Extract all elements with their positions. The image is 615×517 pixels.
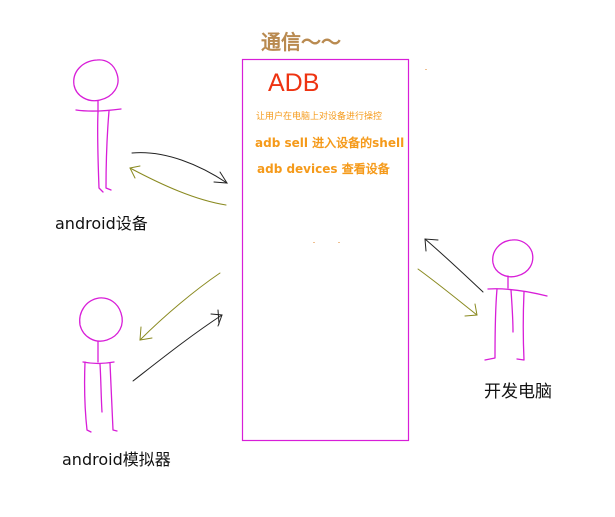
- adb-box: [241, 58, 410, 442]
- adb-title: ADB: [268, 69, 320, 97]
- pc-to-adb-arrow: [424, 238, 484, 293]
- device-to-adb-arrow: [131, 152, 228, 184]
- adb-to-emulator-arrow: [139, 272, 221, 341]
- emulator-label: android模拟器: [62, 450, 171, 469]
- device-label: android设备: [55, 214, 148, 233]
- adb-command-shell: adb sell 进入设备的shell: [255, 136, 405, 150]
- adb-command-devices: adb devices 查看设备: [257, 162, 390, 176]
- adb-to-pc-arrow: [417, 268, 478, 317]
- adb-to-device-arrow: [129, 165, 227, 206]
- stray-marks: [313, 69, 427, 243]
- pc-figure: [484, 239, 548, 361]
- device-figure: [73, 59, 122, 193]
- adb-description: 让用户在电脑上对设备进行操控: [256, 112, 383, 122]
- pc-label: 开发电脑: [484, 382, 552, 402]
- emulator-to-adb-arrow: [132, 309, 223, 382]
- emulator-figure: [79, 297, 123, 433]
- diagram-title: 通信～～: [261, 30, 341, 54]
